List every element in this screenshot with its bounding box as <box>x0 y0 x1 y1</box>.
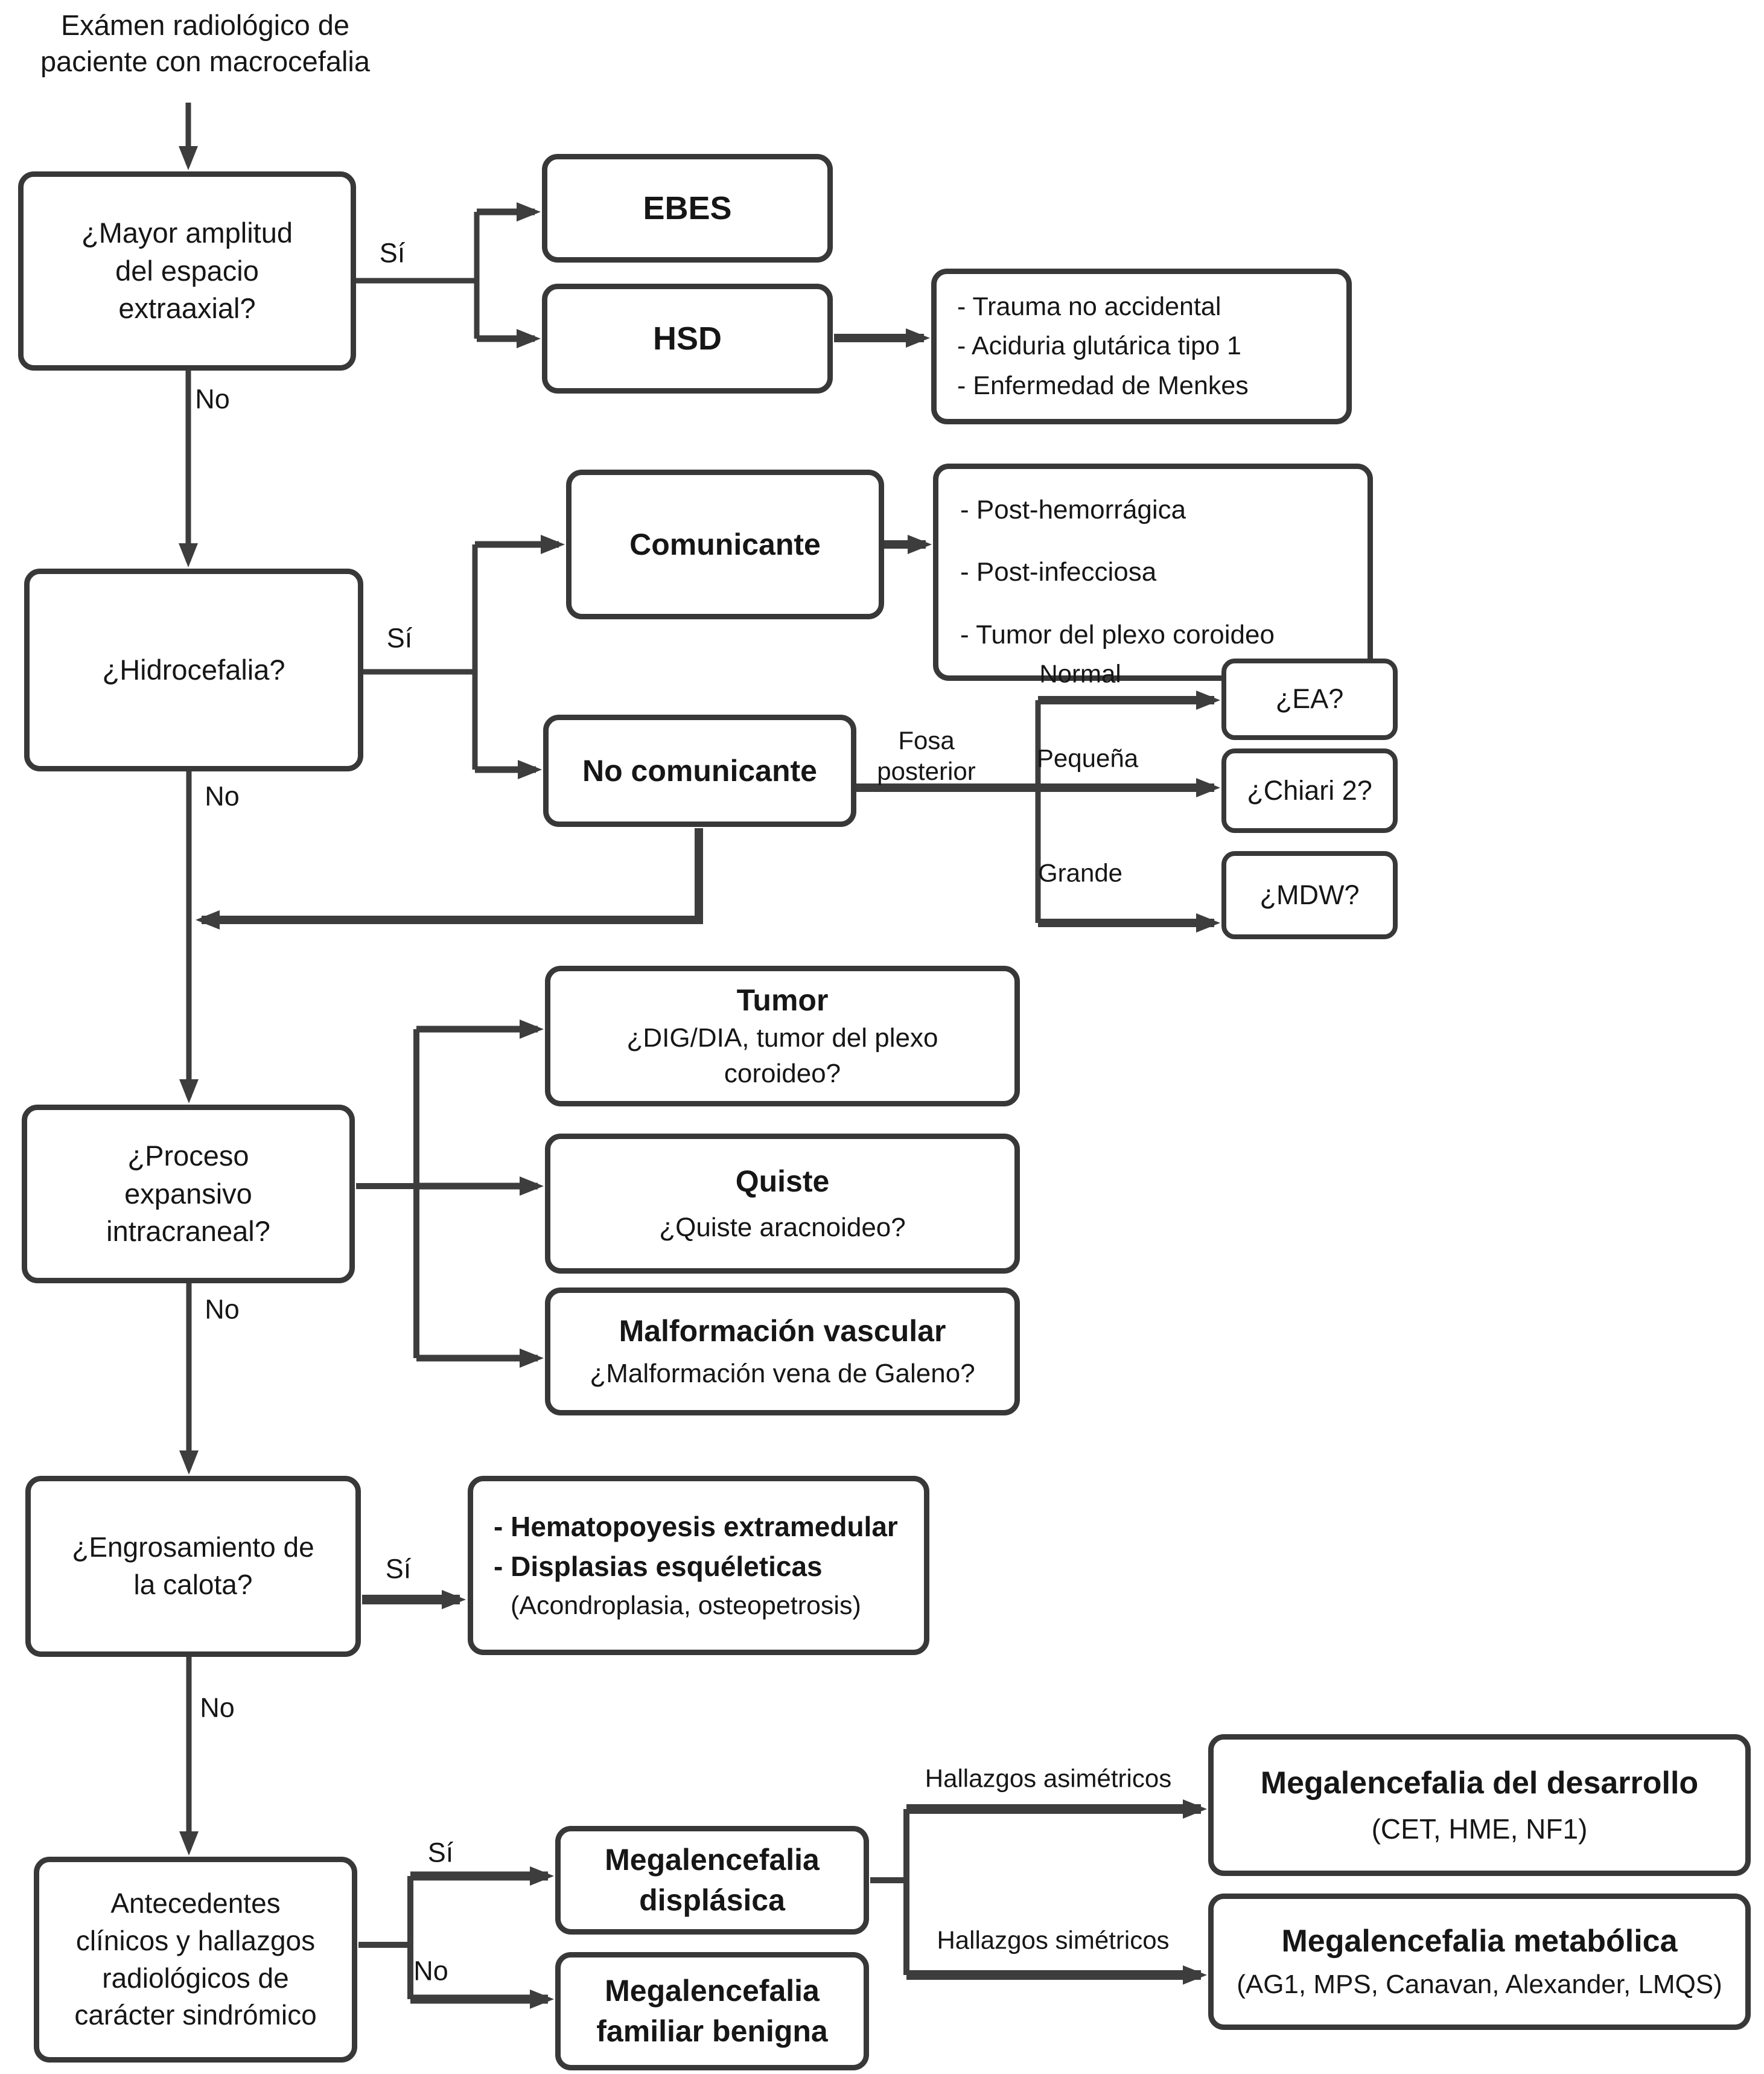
edge-label-si-4: Sí <box>427 1837 454 1868</box>
node-metabolica-title: Megalencefalia metabólica <box>1281 1923 1678 1959</box>
edge-label-hallazgos-asimetricos: Hallazgos asimétricos <box>925 1764 1172 1793</box>
edge-label-pequena: Pequeña <box>1036 744 1139 773</box>
edge-label-si-3: Sí <box>385 1553 412 1584</box>
list-item: - Tumor del plexo coroideo <box>960 619 1275 649</box>
node-no-comunicante: No comunicante <box>543 715 856 827</box>
node-tumor-subtitle: ¿DIG/DIA, tumor del plexo coroideo? <box>626 1023 938 1088</box>
node-hsd-label: HSD <box>652 320 722 357</box>
node-desarrollo-title: Megalencefalia del desarrollo <box>1260 1765 1699 1801</box>
node-familiar-label: Megalencefalia familiar benigna <box>596 1974 828 2048</box>
node-megalencefalia-displasica: Megalencefalia displásica <box>555 1826 869 1935</box>
node-malformacion-title: Malformación vascular <box>619 1314 946 1348</box>
node-engrosamiento-label: ¿Engrosamiento de la calota? <box>72 1531 314 1600</box>
edge-label-fosa-posterior: Fosa posterior <box>877 726 976 785</box>
node-ea-label: ¿EA? <box>1275 683 1344 715</box>
node-hsd-causes: - Trauma no accidental - Aciduria glutár… <box>931 269 1352 424</box>
node-quiste: Quiste ¿Quiste aracnoideo? <box>545 1134 1020 1274</box>
node-hsd: HSD <box>542 284 833 394</box>
node-calota-causes: - Hematopoyesis extramedular - Displasia… <box>468 1476 929 1655</box>
list-item: (Acondroplasia, osteopetrosis) <box>511 1591 861 1621</box>
edge-label-grande: Grande <box>1037 858 1123 887</box>
list-item: - Enfermedad de Menkes <box>957 371 1249 400</box>
node-tumor-title: Tumor <box>736 983 829 1018</box>
node-chiari: ¿Chiari 2? <box>1221 748 1398 833</box>
node-quiste-subtitle: ¿Quiste aracnoideo? <box>659 1213 906 1243</box>
node-antecedentes-label: Antecedentes clínicos y hallazgos radiol… <box>74 1887 317 2031</box>
node-displasica-label: Megalencefalia displásica <box>605 1843 820 1917</box>
page-title: Exámen radiológico de paciente con macro… <box>40 9 371 78</box>
node-comunicante-causes: - Post-hemorrágica - Post-infecciosa - T… <box>933 464 1373 681</box>
list-item: - Aciduria glutárica tipo 1 <box>957 331 1241 361</box>
node-mayor-amplitud: ¿Mayor amplitud del espacio extraaxial? <box>18 171 356 371</box>
edge-label-si-1: Sí <box>379 237 406 269</box>
edge-label-no-4: No <box>200 1692 235 1723</box>
node-desarrollo-subtitle: (CET, HME, NF1) <box>1371 1813 1588 1845</box>
node-malformacion-vascular: Malformación vascular ¿Malformación vena… <box>545 1287 1020 1415</box>
node-hidrocefalia-label: ¿Hidrocefalia? <box>102 653 285 686</box>
edge-label-hallazgos-simetricos: Hallazgos simétricos <box>937 1926 1170 1954</box>
list-item: - Trauma no accidental <box>957 292 1221 321</box>
node-ea: ¿EA? <box>1221 659 1398 740</box>
node-ebes: EBES <box>542 154 833 263</box>
node-malformacion-subtitle: ¿Malformación vena de Galeno? <box>590 1359 975 1389</box>
node-antecedentes: Antecedentes clínicos y hallazgos radiol… <box>34 1857 357 2063</box>
node-tumor: Tumor ¿DIG/DIA, tumor del plexo coroideo… <box>545 966 1020 1106</box>
edge-label-no-3: No <box>205 1294 240 1325</box>
node-megalencefalia-desarrollo: Megalencefalia del desarrollo (CET, HME,… <box>1208 1734 1751 1876</box>
node-megalencefalia-familiar: Megalencefalia familiar benigna <box>555 1952 869 2070</box>
edge-label-si-2: Sí <box>386 622 413 654</box>
node-mdw-label: ¿MDW? <box>1259 879 1360 910</box>
node-quiste-title: Quiste <box>735 1164 830 1199</box>
edge-label-normal: Normal <box>1039 659 1121 688</box>
node-comunicante-label: Comunicante <box>629 527 821 561</box>
edge-label-no-5: No <box>413 1955 448 1986</box>
node-megalencefalia-metabolica: Megalencefalia metabólica (AG1, MPS, Can… <box>1208 1894 1751 2030</box>
node-mdw: ¿MDW? <box>1221 851 1398 939</box>
list-item: - Displasias esquéleticas <box>494 1551 823 1583</box>
node-ebes-label: EBES <box>643 190 732 226</box>
node-hidrocefalia: ¿Hidrocefalia? <box>24 569 363 771</box>
edge-no-comunicante-feedback <box>196 828 703 930</box>
edge-label-no-2: No <box>205 780 240 812</box>
node-chiari-label: ¿Chiari 2? <box>1247 774 1372 806</box>
node-mayor-amplitud-label: ¿Mayor amplitud del espacio extraaxial? <box>81 216 293 325</box>
node-engrosamiento: ¿Engrosamiento de la calota? <box>25 1476 361 1657</box>
node-proceso-expansivo: ¿Proceso expansivo intracraneal? <box>22 1105 355 1283</box>
edge-label-no-1: No <box>195 383 230 415</box>
node-no-comunicante-label: No comunicante <box>582 753 817 788</box>
list-item: - Hematopoyesis extramedular <box>494 1510 898 1542</box>
list-item: - Post-hemorrágica <box>960 494 1186 525</box>
node-metabolica-subtitle: (AG1, MPS, Canavan, Alexander, LMQS) <box>1237 1970 1722 2000</box>
node-proceso-expansivo-label: ¿Proceso expansivo intracraneal? <box>106 1139 270 1248</box>
node-comunicante: Comunicante <box>566 470 884 619</box>
list-item: - Post-infecciosa <box>960 557 1157 587</box>
